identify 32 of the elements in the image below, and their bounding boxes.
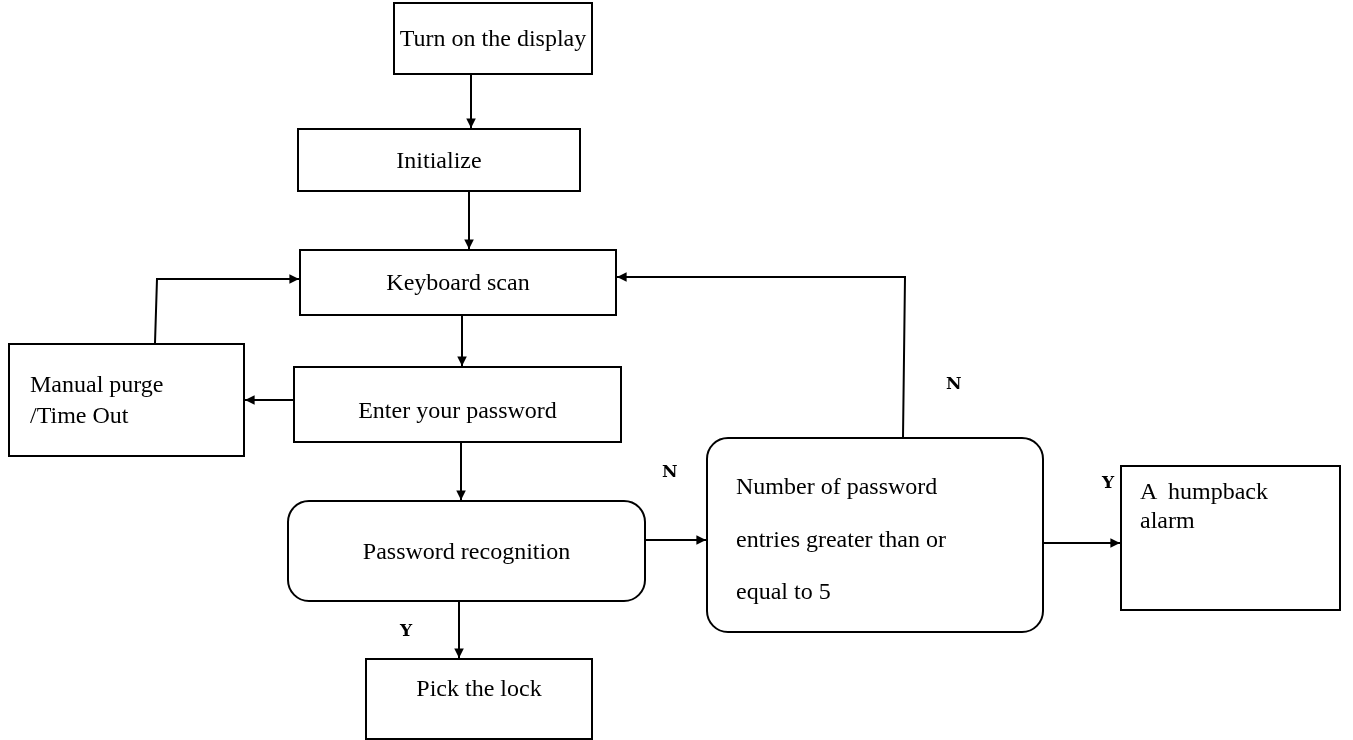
node-label: Pick the lock xyxy=(416,674,542,703)
arrow xyxy=(464,191,474,250)
node-label: Password recognition xyxy=(362,536,571,566)
process-box xyxy=(8,343,245,457)
process-box xyxy=(297,128,581,192)
node-label: Manual purge /Time Out xyxy=(30,369,165,430)
node-label: Keyboard scan xyxy=(386,268,530,297)
arrow xyxy=(154,274,300,344)
arrow xyxy=(1043,538,1121,548)
edge-label: Y xyxy=(1100,474,1117,491)
edge-label: Y xyxy=(398,622,415,639)
process-box xyxy=(393,2,593,75)
arrow xyxy=(456,442,466,501)
process-box xyxy=(293,366,622,443)
arrow xyxy=(454,601,464,659)
edge-label: N xyxy=(660,463,680,480)
arrow xyxy=(244,395,294,405)
node-label: Enter your password xyxy=(358,396,557,425)
node-label: A humpback alarm xyxy=(1140,477,1269,535)
node-label: Initialize xyxy=(396,145,482,175)
process-box xyxy=(299,249,617,316)
node-label: Number of password entries greater than or equal to 5 xyxy=(736,471,947,607)
arrow xyxy=(645,535,707,545)
process-box xyxy=(365,658,593,740)
arrow xyxy=(466,74,476,129)
decision-box xyxy=(287,500,646,602)
process-box xyxy=(1120,465,1341,611)
node-label: Turn on the display xyxy=(399,24,587,53)
arrow xyxy=(457,315,467,367)
arrow xyxy=(616,272,906,438)
edge-label: N xyxy=(944,375,964,392)
decision-box xyxy=(706,437,1044,633)
